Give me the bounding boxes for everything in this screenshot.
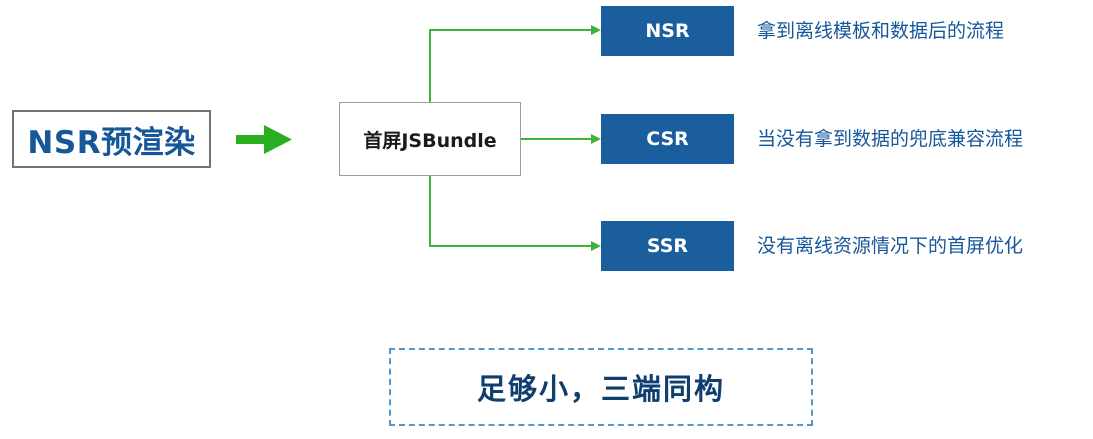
arrowhead-csr-icon — [591, 134, 601, 144]
desc-ssr: 没有离线资源情况下的首屏优化 — [757, 235, 1024, 257]
source-box: NSR预渲染 — [12, 110, 211, 168]
connector-ssr — [429, 176, 596, 247]
arrowhead-ssr-icon — [591, 241, 601, 251]
tag-ssr: SSR — [601, 221, 734, 271]
footer-box: 足够小，三端同构 — [389, 348, 813, 426]
arrowhead-nsr-icon — [591, 25, 601, 35]
tag-csr: CSR — [601, 114, 734, 164]
hub-box: 首屏JSBundle — [339, 102, 521, 176]
tag-nsr: NSR — [601, 6, 734, 56]
desc-csr: 当没有拿到数据的兜底兼容流程 — [757, 128, 1024, 150]
big-arrow-icon — [236, 125, 292, 154]
desc-nsr: 拿到离线模板和数据后的流程 — [757, 20, 1005, 42]
connector-nsr — [429, 29, 596, 102]
